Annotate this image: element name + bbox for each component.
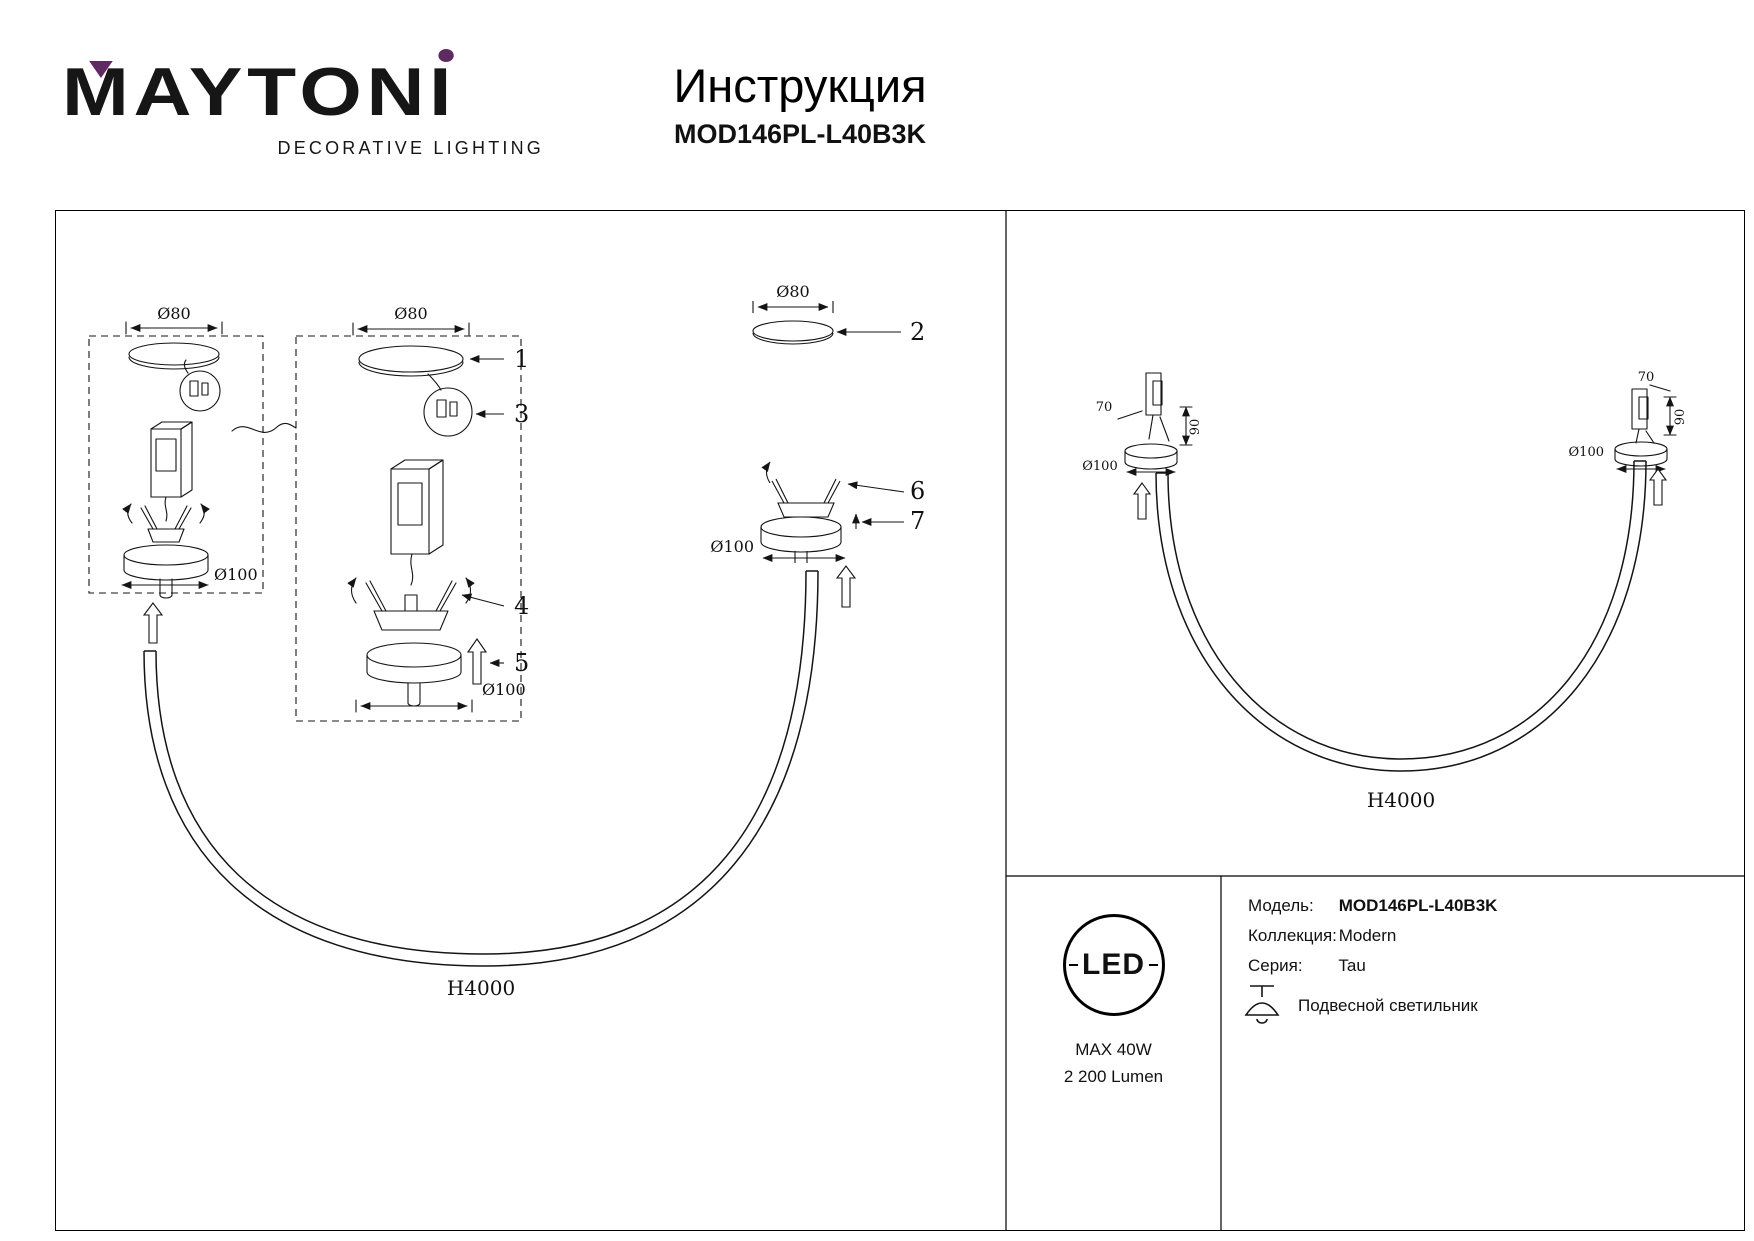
exploded-view-frames xyxy=(88,335,522,722)
part-number-6: 6 xyxy=(910,477,925,505)
dim-label-70: 70 xyxy=(1638,370,1655,385)
pendant-lamp-icon xyxy=(1244,985,1280,1024)
led-spec-block: LED MAX 40W 2 200 Lumen xyxy=(1006,876,1221,1230)
spec-collection-label: Коллекция: xyxy=(1248,926,1337,945)
part-number-7: 7 xyxy=(910,507,925,535)
spec-model-value: MOD146PL-L40B3K xyxy=(1338,896,1498,915)
spec-type-value: Подвесной светильник xyxy=(1298,996,1478,1015)
dim-label-h4000: H4000 xyxy=(447,976,515,1000)
title-block: Инструкция MOD146PL-L40B3K xyxy=(600,58,1000,150)
part-number-1: 1 xyxy=(514,345,529,373)
spec-table: Модель: MOD146PL-L40B3K Коллекция: Moder… xyxy=(1248,891,1497,981)
arc-lamp-left xyxy=(143,570,819,967)
part-number-3: 3 xyxy=(514,400,529,428)
dim-label-d100: Ø100 xyxy=(710,537,754,556)
panel-dividers xyxy=(1005,211,1744,1230)
dim-label-d80: Ø80 xyxy=(776,282,809,301)
led-logo-icon: LED xyxy=(1062,914,1165,1016)
dim-label-d100: Ø100 xyxy=(482,680,526,699)
dim-label-d80: Ø80 xyxy=(157,304,190,323)
part-number-2: 2 xyxy=(910,318,925,346)
mounting-detail-right-panel xyxy=(1117,372,1677,476)
maytoni-logo: MAYTONI xyxy=(62,49,456,126)
exploded-view-small xyxy=(121,321,297,599)
exploded-view-large xyxy=(347,322,475,713)
dim-label-d80: Ø80 xyxy=(394,304,427,323)
spec-row-collection: Коллекция: Modern xyxy=(1248,921,1497,951)
product-type-row: Подвесной светильник xyxy=(1240,983,1478,1029)
cap-part-2 xyxy=(752,301,901,345)
part-number-5: 5 xyxy=(514,649,529,677)
document-title: Инструкция xyxy=(673,59,927,112)
logo-m-triangle-icon xyxy=(89,61,113,78)
part-leaders-left xyxy=(461,355,505,667)
brand-tagline: DECORATIVE LIGHTING xyxy=(277,138,544,158)
dim-label-90: 90 xyxy=(1673,409,1688,426)
spec-series-value: Tau xyxy=(1338,956,1366,975)
brand-wordmark: MAYTONI xyxy=(62,54,457,130)
part-number-4: 4 xyxy=(514,592,529,620)
dim-label-h4000: H4000 xyxy=(1367,788,1435,812)
spec-series-label: Серия: xyxy=(1248,956,1303,975)
document-model-number: MOD146PL-L40B3K xyxy=(673,119,927,149)
spec-row-model: Модель: MOD146PL-L40B3K xyxy=(1248,891,1497,921)
insertion-arrows-right xyxy=(1132,468,1668,520)
dim-label-70: 70 xyxy=(1096,400,1113,415)
spec-row-series: Серия: Tau xyxy=(1248,951,1497,981)
arc-lamp-right xyxy=(1155,460,1647,772)
diagram-labels: Ø80 Ø100 Ø80 Ø100 Ø80 Ø100 H4000 1 2 3 4… xyxy=(157,282,1688,1000)
brand-block: MAYTONI DECORATIVE LIGHTING xyxy=(62,49,544,159)
dim-label-d100: Ø100 xyxy=(1082,459,1117,474)
spec-collection-value: Modern xyxy=(1338,926,1397,945)
spec-model-label: Модель: xyxy=(1248,896,1314,915)
max-power-label: MAX 40W xyxy=(1075,1040,1152,1059)
insertion-arrows-left xyxy=(142,565,857,685)
dim-label-90: 90 xyxy=(1188,419,1203,436)
technical-diagram: Ø80 Ø100 Ø80 Ø100 Ø80 Ø100 H4000 1 2 3 4… xyxy=(88,211,1744,1230)
mount-assembly-right xyxy=(760,461,905,563)
logo-i-dot-icon xyxy=(438,49,454,62)
lumens-label: 2 200 Lumen xyxy=(1063,1067,1164,1086)
dim-label-d100: Ø100 xyxy=(214,565,258,584)
dim-label-d100: Ø100 xyxy=(1569,445,1604,460)
drawing-area: Ø80 Ø100 Ø80 Ø100 Ø80 Ø100 H4000 1 2 3 4… xyxy=(55,210,1745,1231)
